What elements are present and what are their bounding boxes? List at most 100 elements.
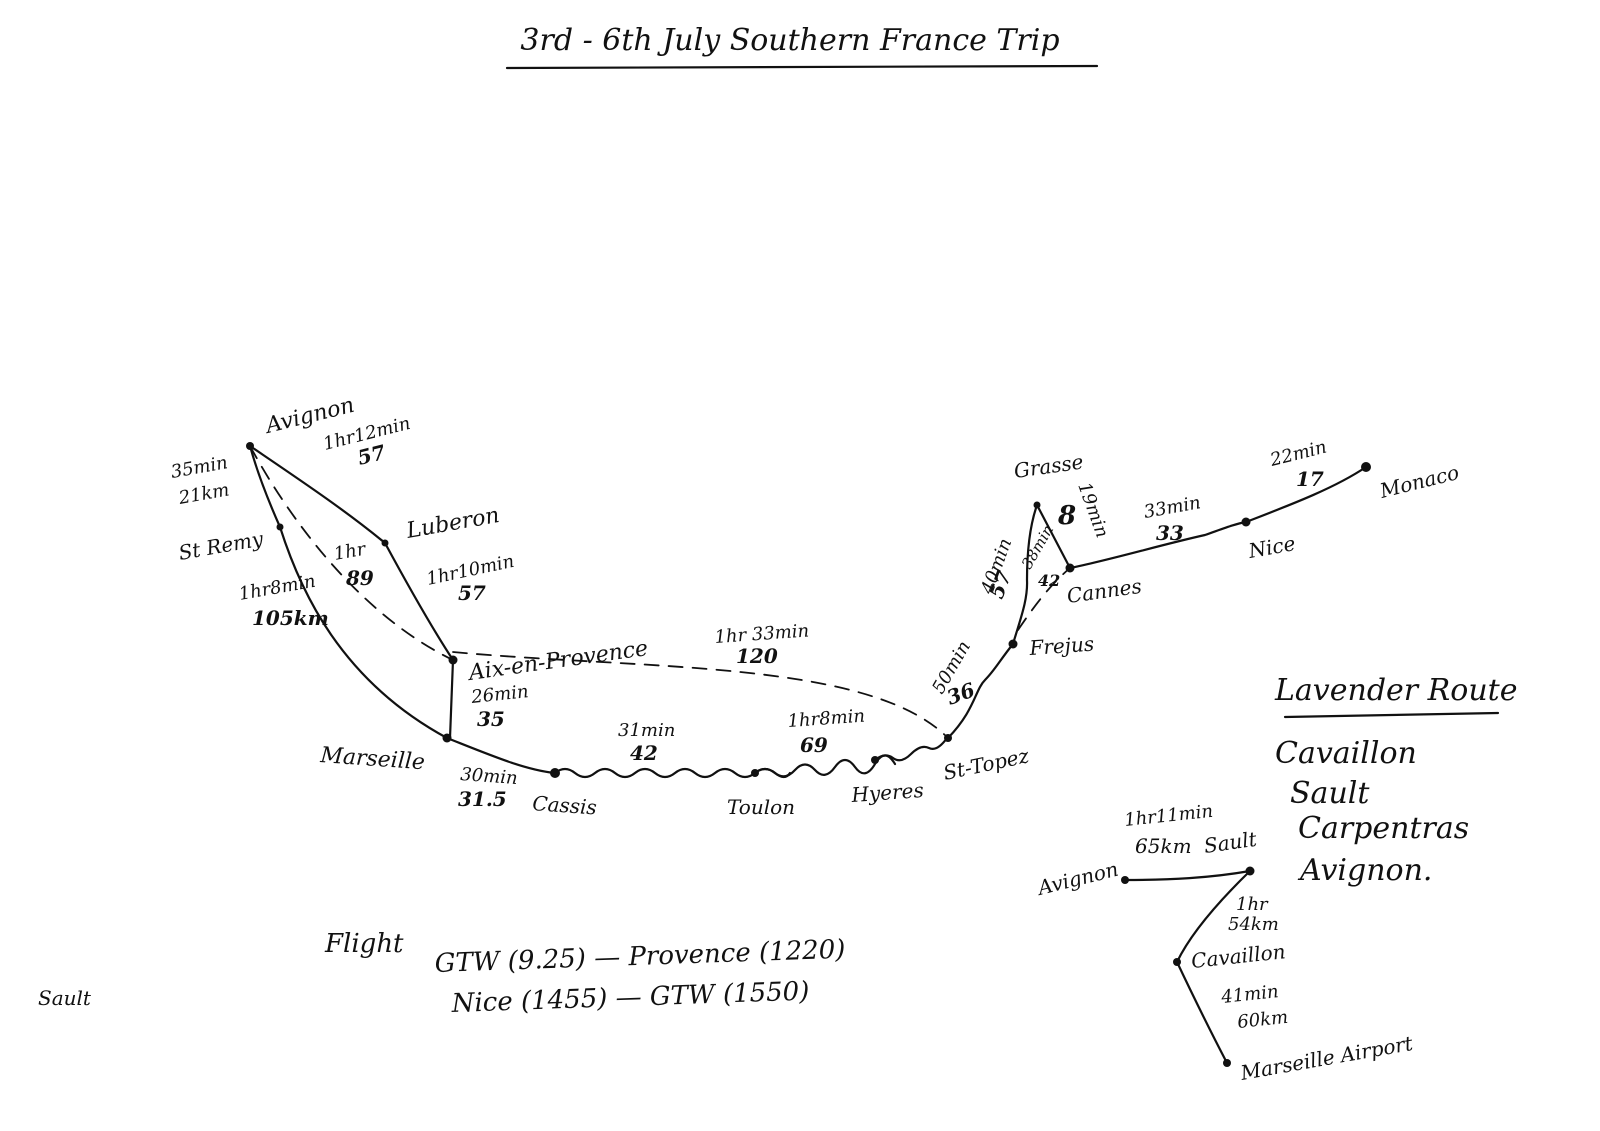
frejus-label: Frejus [1028, 632, 1095, 661]
leg-km: 35 [477, 707, 505, 731]
route-avignon-stremy [248, 444, 282, 529]
route-aix-marseille [448, 658, 455, 740]
route-cannes-nice [1068, 520, 1248, 570]
frejus-dot [1008, 639, 1018, 649]
leg-time: 19min [1073, 480, 1112, 541]
lavender-avignon-label: Avignon [1033, 857, 1120, 901]
leg-aix-marseille: 26min 35 [469, 681, 529, 731]
cassis-label: Cassis [532, 791, 598, 819]
route-sttopez-frejus [946, 642, 1015, 740]
leg-grasse-cannes: 38min 42 [1018, 522, 1060, 590]
leg-time: 38min [1018, 522, 1057, 572]
toulon-label: Toulon [727, 795, 795, 819]
leg-time: 22min [1267, 437, 1329, 471]
title-underline [505, 64, 1099, 70]
leg-time: 26min [469, 681, 529, 708]
leg-km: 89 [345, 566, 374, 590]
lavender-leg-avignon-sault: 1hr11min 65km [1123, 801, 1214, 858]
hyeres-dot [871, 756, 879, 764]
lavender-heading-underline [1283, 711, 1500, 719]
leg-time: 31min [618, 720, 675, 741]
leg-sttopez-frejus: 50min 36 [928, 637, 978, 709]
route-luberon-aix [383, 541, 455, 662]
hyeres-label: Hyeres [850, 778, 925, 807]
lavender-sault-label: Sault [1202, 827, 1259, 858]
leg-km: 31.5 [458, 787, 507, 811]
route-grasse-cannes [1035, 503, 1072, 570]
flight-return: Nice (1455) — GTW (1550) [450, 977, 810, 1020]
leg-km: 42 [630, 741, 658, 765]
leg-aix-sttopez: 1hr 33min 120 [714, 620, 810, 668]
route-frejus-cannes-dashed [1017, 567, 1071, 631]
leg-stremy-marseille: 1hr8min 105km [237, 571, 329, 630]
route-marseille-cassis [445, 736, 557, 775]
leg-nice-monaco: 22min 17 [1267, 437, 1329, 491]
nice-dot [1241, 517, 1251, 527]
leg-km: 33 [1156, 521, 1184, 545]
route-hyeres-sttopez [873, 736, 949, 762]
route-toulon-hyeres [753, 754, 897, 778]
lavender-leg-sault-cavaillon: 1hr 54km [1228, 894, 1279, 935]
leg-time: 1hr [1236, 894, 1269, 915]
flight-outbound: GTW (9.25) — Provence (1220) [434, 935, 846, 979]
leg-km: 65km [1135, 834, 1192, 858]
side-note: Sault [38, 986, 92, 1010]
avignon-dot [246, 442, 254, 450]
lavender-route-cavaillon-airport [1175, 960, 1229, 1065]
leg-avignon-stremy: 35min 21km [169, 452, 231, 509]
route-frejus-grasse [1011, 503, 1039, 646]
leg-luberon-aix: 1hr10min 57 [425, 551, 516, 605]
leg-time: 41min [1219, 981, 1279, 1008]
lavender-cavaillon-label: Cavaillon [1190, 939, 1287, 973]
leg-time: 30min [460, 764, 519, 789]
grasse-dot [1033, 501, 1041, 509]
leg-km: 54km [1228, 914, 1279, 935]
lavender-route-avignon-sault [1123, 869, 1252, 882]
leg-grasse-cannes-b: 19min 8 [1057, 480, 1113, 541]
leg-km: 60km [1236, 1007, 1289, 1033]
st-topez-label: St-Topez [941, 743, 1031, 785]
route-avignon-luberon [248, 444, 387, 545]
leg-km: 120 [736, 644, 778, 668]
leg-frejus-grasse: 40min 57 [977, 536, 1017, 602]
cassis-dot [550, 768, 560, 778]
leg-km: 69 [800, 733, 828, 757]
lavender-heading: Lavender Route [1274, 673, 1517, 708]
lavender-item-1: Cavaillon [1275, 736, 1417, 771]
leg-marseille-cassis: 30min 31.5 [458, 764, 518, 811]
leg-time: 1hr11min [1123, 801, 1214, 831]
lavender-item-2: Sault [1290, 776, 1370, 811]
grasse-label: Grasse [1012, 449, 1084, 482]
leg-km: 21km [176, 479, 231, 509]
toulon-dot [751, 769, 759, 777]
flight-label: Flight [324, 929, 404, 959]
leg-avignon-luberon: 1hr12min 57 [321, 413, 412, 470]
route-avignon-aix-dashed [249, 445, 454, 661]
st-remy-dot [276, 523, 284, 531]
cannes-dot [1065, 563, 1075, 573]
page-title: 3rd - 6th July Southern France Trip [520, 23, 1059, 58]
route-nice-monaco [1244, 465, 1368, 524]
st-remy-label: St Remy [177, 526, 266, 565]
route-stremy-marseille [278, 525, 449, 740]
leg-km: 42 [1038, 571, 1060, 590]
route-aix-sttopez-dashed [452, 651, 949, 739]
luberon-label: Luberon [404, 503, 502, 544]
lavender-airport-label: Marseille Airport [1238, 1031, 1416, 1085]
lavender-route-sault-cavaillon [1175, 869, 1252, 964]
lavender-sault-dot [1245, 866, 1255, 876]
leg-km: 105km [252, 606, 329, 630]
lavender-item-3: Carpentras [1298, 811, 1469, 846]
luberon-dot [381, 539, 389, 547]
leg-time: 1hr [332, 539, 368, 565]
leg-km: 8 [1057, 501, 1076, 531]
marseille-label: Marseille [319, 743, 426, 775]
cannes-label: Cannes [1065, 574, 1143, 608]
lavender-item-4: Avignon. [1297, 853, 1432, 888]
leg-toulon-hyeres: 1hr8min 69 [787, 706, 866, 757]
leg-km: 57 [458, 581, 486, 605]
aix-dot [448, 655, 458, 665]
lavender-leg-cavaillon-airport: 41min 60km [1219, 981, 1289, 1033]
lavender-airport-dot [1223, 1059, 1231, 1067]
